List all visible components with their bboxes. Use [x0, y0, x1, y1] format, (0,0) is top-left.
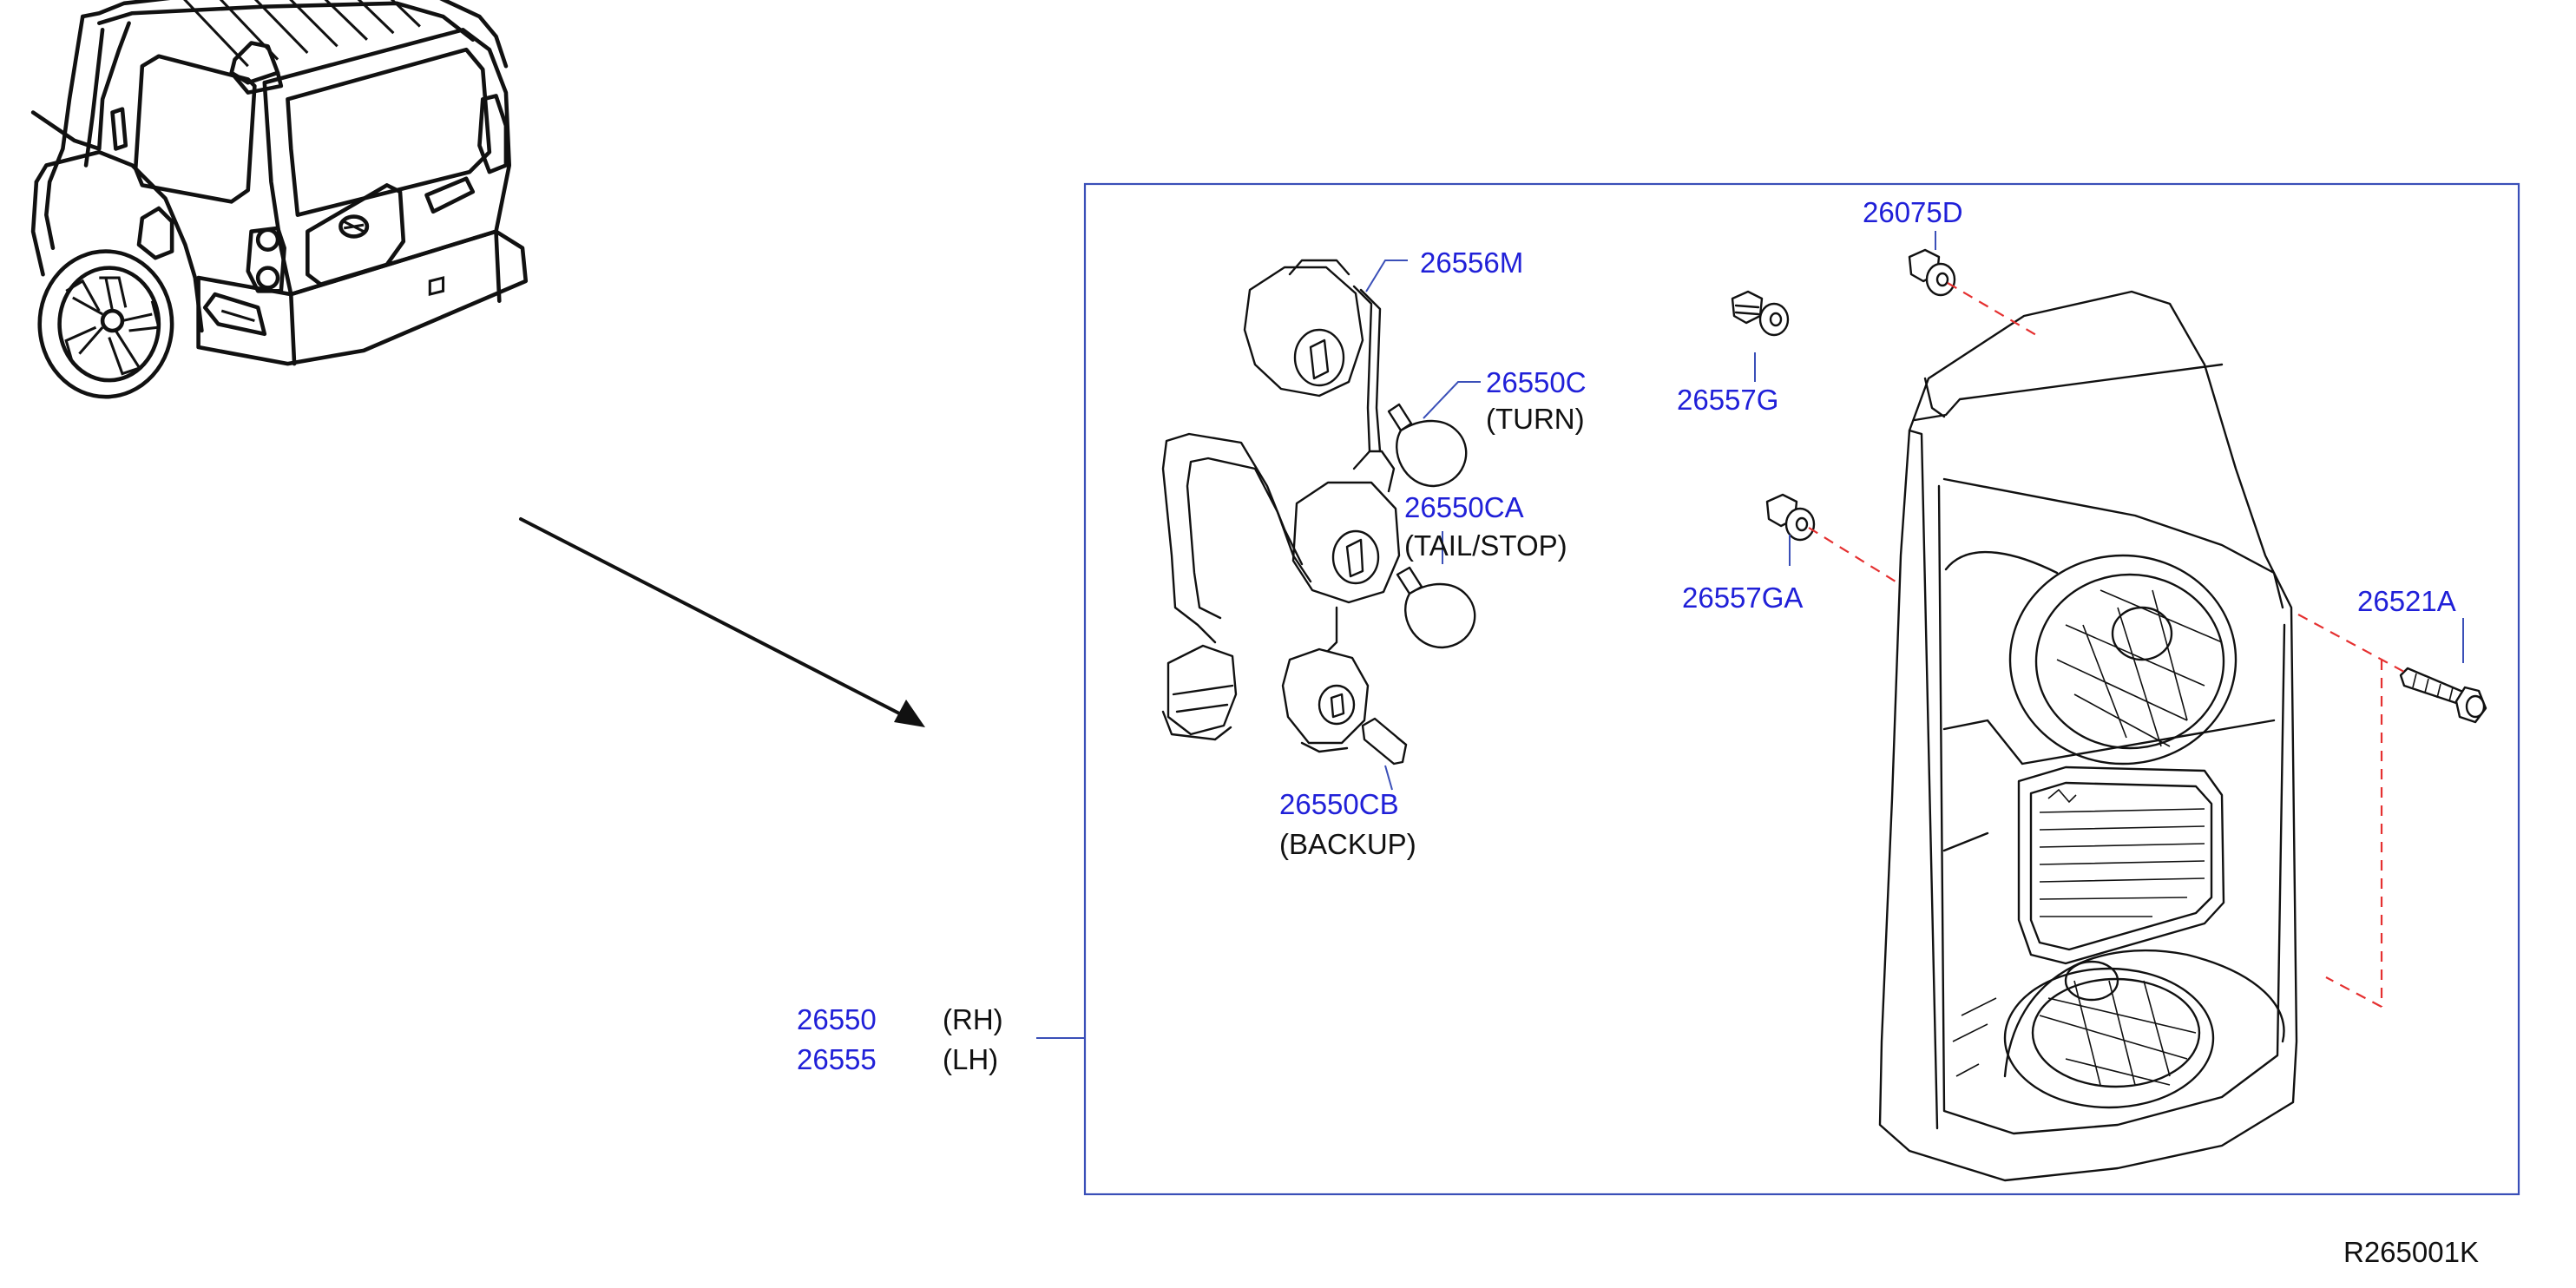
screw-26521a [2399, 667, 2487, 724]
grommet-26557ga [1765, 493, 1816, 542]
assembly-frame [1083, 182, 2520, 1196]
callout-tail-stop-desc: (TAIL/STOP) [1404, 529, 1567, 562]
assembly-part-lh: 26555 [797, 1043, 877, 1075]
callout-26075d: 26075D [1863, 196, 1963, 228]
callout-backup-desc: (BACKUP) [1279, 828, 1416, 860]
tail-stop-bulb [1396, 566, 1476, 649]
backup-bulb [1361, 717, 1408, 766]
callout-26557ga: 26557GA [1682, 582, 1803, 614]
assembly-side-rh: (RH) [943, 1003, 1003, 1035]
callout-26556m: 26556M [1420, 246, 1523, 279]
callout-26550ca: 26550CA [1404, 491, 1524, 523]
callout-turn-desc: (TURN) [1486, 403, 1585, 435]
callout-26550c: 26550C [1486, 366, 1587, 398]
assembly-part-rh: 26550 [797, 1003, 877, 1035]
vehicle-rear-illustration [30, 0, 529, 399]
location-arrow [519, 517, 925, 727]
callout-26550cb: 26550CB [1279, 788, 1399, 820]
turn-bulb [1387, 403, 1468, 488]
callout-26557g: 26557G [1677, 384, 1778, 416]
assembly-side-lh: (LH) [943, 1043, 998, 1075]
tail-lamp-housing [1878, 290, 2298, 1182]
diagram-id: R265001K [2343, 1236, 2479, 1268]
nut-26075d [1908, 248, 1956, 297]
assembly-guides [1808, 282, 2405, 1008]
leader-lines [1365, 231, 2464, 791]
callout-26521a: 26521A [2357, 585, 2456, 617]
socket-harness [1161, 259, 1401, 753]
grommet-26557g [1731, 290, 1790, 337]
